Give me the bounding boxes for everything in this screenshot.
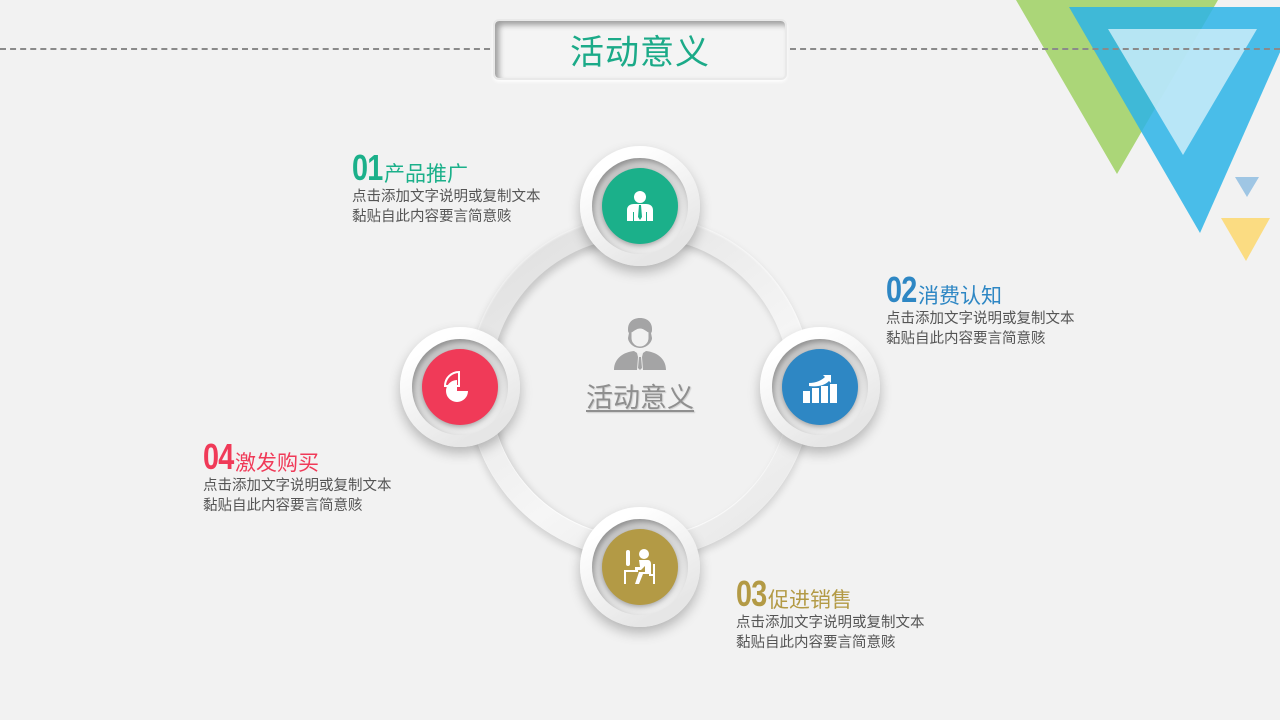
item-title: 产品推广 [384,162,469,186]
item-number: 03 [736,573,767,614]
item-description: 点击添加文字说明或复制文本黏贴自此内容要言简意赅 [352,189,541,225]
node-promote-sales[interactable] [580,507,700,627]
node-stimulate-purchase[interactable] [400,327,520,447]
item-description: 点击添加文字说明或复制文本黏贴自此内容要言简意赅 [203,478,392,514]
item-number: 01 [352,147,383,188]
page-title: 活动意义 [570,33,710,73]
title-box: 活动意义 [493,19,787,80]
businessman-icon [614,318,666,370]
item-title: 激发购买 [235,451,320,475]
node-consumer-awareness[interactable] [760,327,880,447]
item-title: 促进销售 [768,588,853,612]
cycle-ring-inner [490,237,790,537]
item-number: 02 [886,269,917,310]
item-description: 点击添加文字说明或复制文本黏贴自此内容要言简意赅 [886,311,1075,347]
node-product-promotion[interactable] [580,146,700,266]
item-title: 消费认知 [918,284,1003,308]
desk-worker-icon [624,549,655,584]
cycle-ring [468,215,812,559]
growth-chart-icon [803,375,837,403]
item-02: 02 消费认知 点击添加文字说明或复制文本黏贴自此内容要言简意赅 [886,272,1086,349]
item-04: 04 激发购买 点击添加文字说明或复制文本黏贴自此内容要言简意赅 [203,439,403,516]
item-number: 04 [203,436,234,477]
header-dashed-line-left [0,48,490,50]
pie-chart-icon [443,370,468,402]
center-hub: 活动意义 [570,312,710,415]
center-label: 活动意义 [586,383,694,414]
item-03: 03 促进销售 点击添加文字说明或复制文本黏贴自此内容要言简意赅 [736,576,936,653]
user-icon [627,191,653,221]
header-dashed-line-right [790,48,1280,50]
item-01: 01 产品推广 点击添加文字说明或复制文本黏贴自此内容要言简意赅 [352,150,552,227]
item-description: 点击添加文字说明或复制文本黏贴自此内容要言简意赅 [736,615,925,651]
